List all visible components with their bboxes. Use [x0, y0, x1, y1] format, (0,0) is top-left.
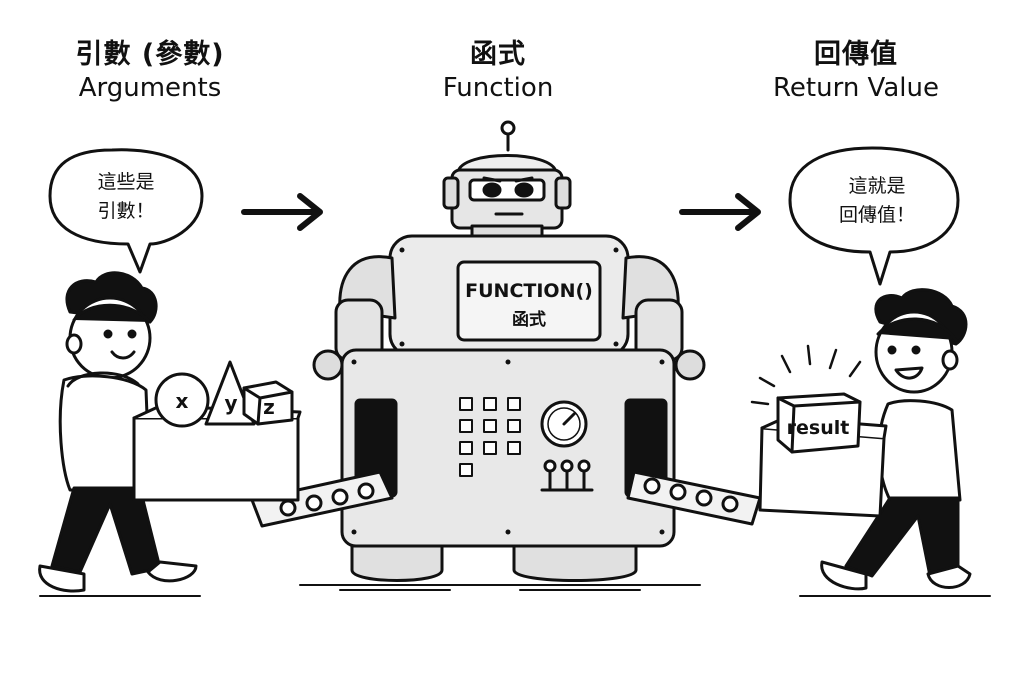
- sparkle-icon: [750, 344, 862, 406]
- return-value-box: [750, 344, 888, 518]
- argument-label-z: z: [263, 395, 275, 419]
- right-bubble-text: 這就是 回傳值！: [804, 172, 950, 230]
- robot-panel-subtitle: 函式: [512, 309, 546, 330]
- ground-shading: [39, 584, 991, 597]
- right-speech-bubble: [788, 146, 960, 286]
- left-speech-bubble: [48, 148, 204, 274]
- function-title-zh: 函式: [470, 39, 526, 70]
- function-title-en: Function: [442, 73, 554, 103]
- argument-label-y: y: [224, 391, 237, 415]
- arrow-right-icon: [241, 193, 323, 231]
- left-bubble-text: 這些是 引數！: [60, 168, 192, 226]
- right-bubble-line-1: 這就是: [848, 175, 906, 197]
- left-bubble-line-1: 這些是: [97, 171, 155, 193]
- arrow-right-icon: [679, 193, 761, 231]
- arguments-heading: 引數 (參數) Arguments: [30, 38, 270, 104]
- arguments-title-en: Arguments: [78, 73, 222, 103]
- function-heading: 函式 Function: [378, 38, 618, 104]
- arguments-box: [132, 360, 302, 502]
- robot-panel-title: FUNCTION(): [465, 280, 593, 302]
- return-value-title-zh: 回傳值: [814, 39, 898, 70]
- return-value-title-en: Return Value: [773, 73, 939, 103]
- arguments-title-zh: 引數 (參數): [75, 39, 225, 70]
- function-robot: [250, 120, 762, 582]
- result-label: result: [787, 417, 850, 439]
- return-value-heading: 回傳值 Return Value: [736, 38, 976, 104]
- argument-label-x: x: [176, 389, 189, 413]
- left-bubble-line-2: 引數！: [97, 200, 155, 222]
- right-bubble-line-2: 回傳值！: [838, 204, 915, 226]
